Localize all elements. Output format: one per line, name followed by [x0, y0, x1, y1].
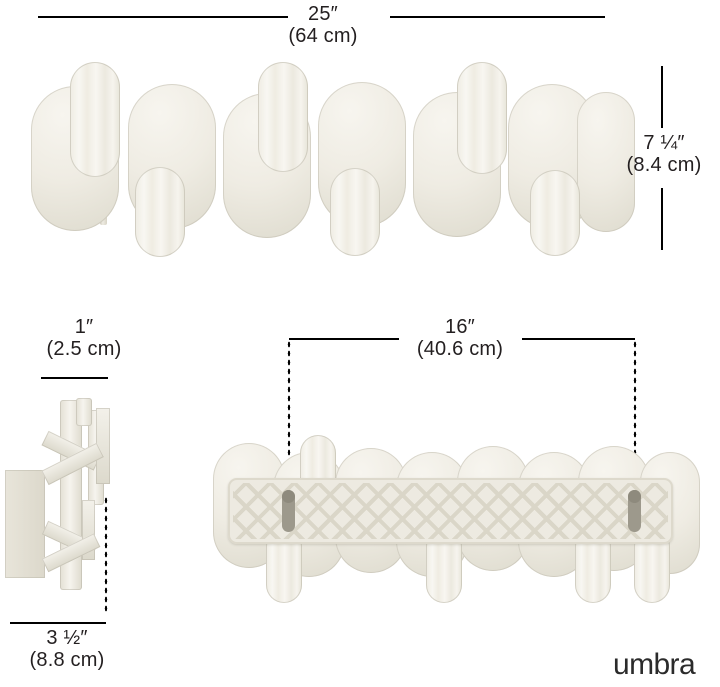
depth-projection-metric: (2.5 cm): [46, 338, 122, 361]
keyhole-opening: [628, 490, 641, 503]
wall-surface: [5, 470, 45, 578]
depth-projection-dimension-line: [41, 377, 108, 379]
height-overall-metric: (8.4 cm): [626, 154, 702, 177]
rack-panel-edge: [76, 398, 92, 426]
width-overall-imperial: 25″: [308, 3, 338, 25]
depth-overall-label: 3 ½″ (8.8 cm): [3, 627, 131, 672]
umbra-logo: umbra: [613, 648, 696, 681]
lattice-pattern: [233, 483, 668, 539]
height-dimension-line-top: [661, 66, 663, 128]
height-overall-imperial: 7 ¼″: [643, 132, 685, 154]
flip-hook[interactable]: [330, 168, 380, 256]
mounting-spacing-imperial: 16″: [445, 316, 475, 338]
height-overall-label: 7 ¼″ (8.4 cm): [609, 132, 719, 177]
flip-hook[interactable]: [70, 62, 120, 177]
hook-arm-upper-return: [96, 408, 110, 484]
mounting-guide-dotted-line-right: [633, 340, 637, 530]
mounting-spacing-line-right: [522, 338, 635, 340]
width-overall-metric: (64 cm): [288, 25, 358, 48]
depth-overall-dimension-line: [10, 622, 106, 624]
depth-guide-dotted-line: [104, 496, 108, 614]
flip-hook[interactable]: [457, 62, 507, 174]
width-dimension-line-left: [38, 16, 288, 18]
depth-overall-metric: (8.8 cm): [29, 649, 105, 672]
depth-overall-imperial: 3 ½″: [46, 627, 88, 649]
flip-hook[interactable]: [530, 170, 580, 256]
mounting-hole-spacing-label: 16″ (40.6 cm): [390, 316, 530, 361]
height-dimension-line-bottom: [661, 188, 663, 250]
mounting-spacing-metric: (40.6 cm): [416, 338, 504, 361]
width-dimension-line-right: [390, 16, 605, 18]
mounting-guide-dotted-line-left: [287, 340, 291, 530]
mounting-spacing-line-left: [289, 338, 399, 340]
keyhole-slot-right[interactable]: [628, 490, 641, 532]
keyhole-slot-left[interactable]: [282, 490, 295, 532]
depth-projection-label: 1″ (2.5 cm): [20, 316, 148, 361]
depth-projection-imperial: 1″: [74, 316, 94, 338]
width-overall-label: 25″ (64 cm): [258, 3, 388, 48]
flip-hook[interactable]: [258, 62, 308, 172]
rack-panel: [577, 92, 635, 232]
flip-hook[interactable]: [135, 167, 185, 257]
mounting-backplate: [228, 478, 673, 544]
keyhole-opening: [282, 490, 295, 503]
